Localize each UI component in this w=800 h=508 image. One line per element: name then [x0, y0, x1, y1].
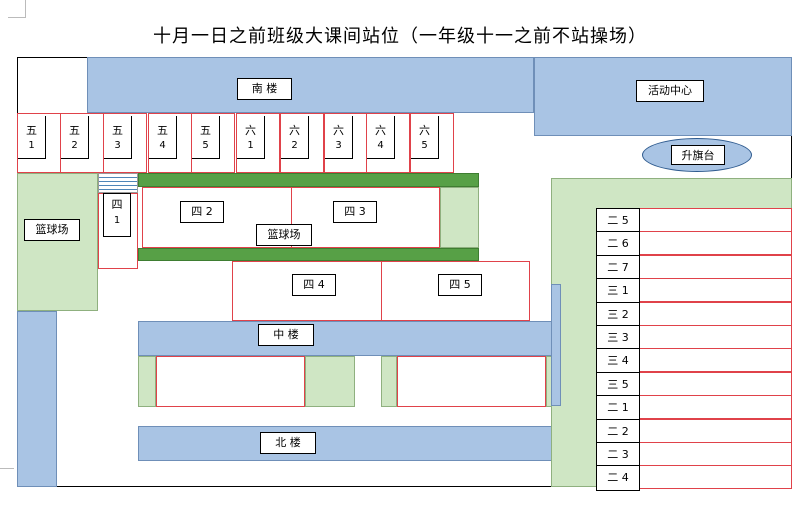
- right-class-label: 三 2: [596, 302, 640, 328]
- right-class-row: 三 3: [596, 325, 792, 351]
- top-class-number: 5: [421, 140, 428, 151]
- right-class-row: 三 2: [596, 302, 792, 328]
- green-strip-bottom: [138, 248, 479, 261]
- right-class-row: 三 4: [596, 348, 792, 374]
- north-building-label: 北 楼: [260, 432, 316, 454]
- class-4-1-number: 1: [113, 215, 121, 226]
- right-class-row: 三 5: [596, 372, 792, 398]
- top-class-grade: 五: [26, 124, 37, 137]
- top-class-grade: 五: [157, 124, 168, 137]
- right-class-row: 三 1: [596, 278, 792, 304]
- north-building: [138, 426, 552, 461]
- green-strip-top: [138, 173, 479, 187]
- right-class-row: 二 3: [596, 442, 792, 468]
- middle-building-label: 中 楼: [258, 324, 314, 346]
- courtyard-left-2: [381, 356, 397, 407]
- right-class-row: 二 6: [596, 231, 792, 257]
- class-4-4-label: 四 4: [292, 274, 336, 296]
- class-4-1-grade: 四: [111, 198, 123, 211]
- top-class-number: 2: [291, 140, 298, 151]
- left-side-building: [17, 311, 57, 487]
- south-building: [87, 57, 534, 113]
- top-class-number: 1: [247, 140, 254, 151]
- middle-building: [138, 321, 552, 356]
- top-class-number: 4: [159, 140, 166, 151]
- activity-center-label: 活动中心: [636, 80, 704, 102]
- top-class-grade: 六: [375, 124, 386, 137]
- right-class-row: 二 7: [596, 255, 792, 281]
- top-class-grade: 六: [333, 124, 344, 137]
- left-basketball-label: 篮球场: [24, 219, 80, 241]
- top-class-grade: 六: [245, 124, 256, 137]
- top-class-number: 3: [114, 140, 121, 151]
- class-4-5-label: 四 5: [438, 274, 482, 296]
- class-4-3-label: 四 3: [333, 201, 377, 223]
- top-class-grade: 五: [112, 124, 123, 137]
- left-basketball-field: [17, 173, 98, 311]
- courtyard-white-1: [156, 356, 305, 407]
- courtyard-white-2: [397, 356, 546, 407]
- right-class-row: 二 1: [596, 395, 792, 421]
- south-building-label: 南 楼: [237, 78, 292, 100]
- class-4-1-tag: 四 1: [103, 193, 131, 237]
- right-class-label: 二 1: [596, 395, 640, 421]
- right-class-label: 三 1: [596, 278, 640, 304]
- class-4-4-area: [232, 261, 382, 321]
- top-class-number: 4: [377, 140, 384, 151]
- corner-mark-bl: [0, 468, 14, 478]
- top-class-grade: 六: [419, 124, 430, 137]
- right-class-label: 二 6: [596, 231, 640, 257]
- center-basketball-label: 篮球场: [256, 224, 312, 246]
- right-class-label: 二 2: [596, 419, 640, 445]
- right-class-label: 三 4: [596, 348, 640, 374]
- right-class-row: 二 2: [596, 419, 792, 445]
- top-class-number: 2: [71, 140, 78, 151]
- top-class-number: 1: [28, 140, 35, 151]
- top-class-number: 5: [202, 140, 209, 151]
- flag-stage-label: 升旗台: [671, 145, 725, 165]
- courtyard-left-1: [138, 356, 156, 407]
- playground-blue-strip: [551, 284, 561, 406]
- top-class-number: 3: [335, 140, 342, 151]
- center-field-right: [440, 187, 479, 248]
- corner-mark-tl: [8, 0, 26, 18]
- courtyard-green-mid: [305, 356, 355, 407]
- top-class-grade: 六: [289, 124, 300, 137]
- activity-center-building: [534, 57, 792, 136]
- class-4-2-label: 四 2: [180, 201, 224, 223]
- top-class-grade: 五: [200, 124, 211, 137]
- right-class-row: 二 4: [596, 465, 792, 491]
- right-class-row: 二 5: [596, 208, 792, 234]
- right-class-label: 二 4: [596, 465, 640, 491]
- top-class-grade: 五: [69, 124, 80, 137]
- page-title: 十月一日之前班级大课间站位（一年级十一之前不站操场）: [153, 26, 647, 47]
- stairs: [98, 173, 138, 193]
